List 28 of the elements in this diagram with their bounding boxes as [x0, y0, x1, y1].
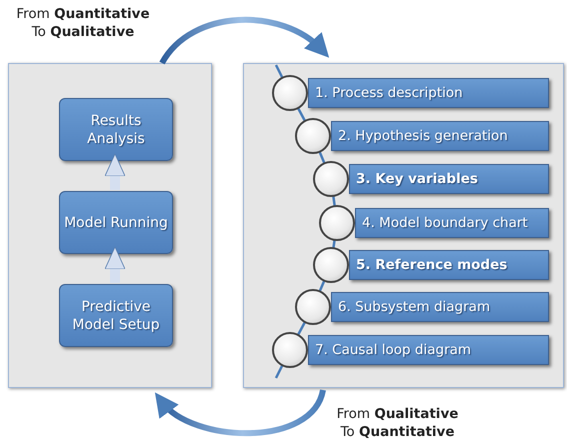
left-panel	[8, 63, 212, 388]
step-bar	[331, 121, 549, 151]
process-box	[59, 284, 173, 347]
step-label: 3. Key variables	[356, 171, 478, 187]
step-label: Results Analysis	[86, 112, 146, 148]
step-bar	[349, 164, 549, 194]
step-bar	[349, 250, 549, 280]
step-bar	[355, 208, 549, 238]
edge-label: From Qualitative To Quantitative	[336, 405, 460, 441]
step-label: 7. Causal loop diagram	[315, 342, 472, 358]
edge-label: From Quantitative To Qualitative	[15, 5, 151, 41]
right-panel	[243, 63, 564, 388]
step-label: 1. Process description	[315, 85, 463, 101]
step-label: 2. Hypothesis generation	[338, 128, 508, 144]
curved-arrow	[160, 17, 330, 65]
step-bar	[308, 335, 549, 365]
step-bar	[331, 292, 549, 322]
process-box	[59, 191, 173, 254]
step-label: Predictive Model Setup	[71, 298, 161, 334]
step-label: 5. Reference modes	[356, 257, 508, 273]
step-label: 6. Subsystem diagram	[338, 299, 490, 315]
step-label: Model Running	[64, 214, 168, 232]
step-label: 4. Model boundary chart	[362, 215, 528, 231]
block-arrow	[104, 154, 126, 190]
process-box	[59, 98, 173, 161]
step-bar	[308, 78, 549, 108]
curved-arrow	[154, 389, 326, 436]
block-arrow	[104, 246, 126, 283]
